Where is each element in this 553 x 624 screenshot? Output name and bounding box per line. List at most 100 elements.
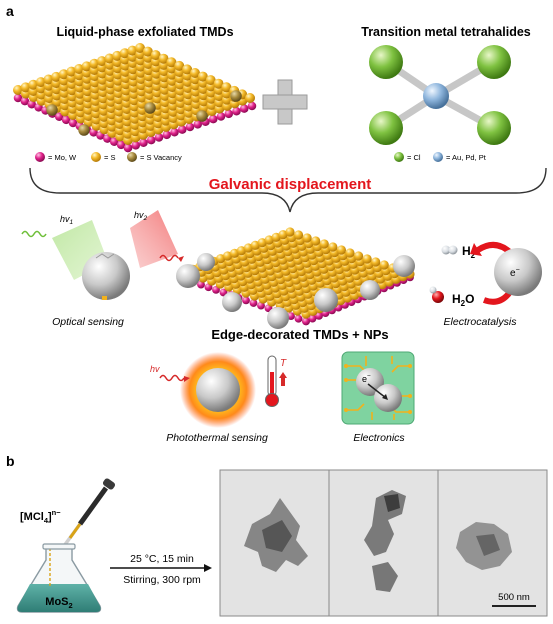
temperature-up-arrow-icon bbox=[279, 372, 287, 386]
hv2-label: hv2 bbox=[134, 210, 148, 222]
sulfur-atom bbox=[35, 77, 46, 88]
tem-image-strip: 500 nm bbox=[219, 469, 548, 617]
flask-label: MoS2 bbox=[45, 596, 72, 610]
chlorine-atom bbox=[369, 111, 403, 145]
sulfur-atom bbox=[66, 66, 77, 77]
metal-atom bbox=[139, 138, 148, 147]
sulfur-vacancy-atom bbox=[46, 104, 58, 116]
sulfur-atom bbox=[112, 50, 123, 61]
sulfur-atom bbox=[119, 48, 130, 59]
h2o-label: H2O bbox=[452, 292, 474, 308]
legend-vacancy-label: = S Vacancy bbox=[140, 153, 182, 162]
metal-atom bbox=[294, 314, 303, 323]
metal-atom bbox=[308, 314, 317, 323]
tem-flake-3 bbox=[456, 522, 512, 570]
dropper-icon bbox=[62, 478, 116, 548]
sulfur-atom bbox=[336, 245, 347, 255]
metal-atom bbox=[257, 301, 265, 310]
legend-swatch-cl bbox=[394, 152, 404, 162]
sulfur-atom bbox=[142, 46, 153, 57]
condition-bottom-label: Stirring, 300 rpm bbox=[123, 574, 201, 586]
optical-sensing-caption: Optical sensing bbox=[52, 316, 124, 328]
sulfur-atom bbox=[43, 74, 54, 85]
sulfur-atom bbox=[96, 56, 107, 67]
h2-label: H2 bbox=[462, 244, 476, 260]
sulfur-atom bbox=[236, 246, 247, 256]
scale-bar-label: 500 nm bbox=[498, 592, 530, 603]
metal-atom bbox=[302, 317, 310, 326]
metal-atom bbox=[247, 101, 257, 111]
electronics-electron-label: e− bbox=[362, 373, 371, 384]
nanoparticle bbox=[314, 288, 338, 312]
edge-decorated-label: Edge-decorated TMDs + NPs bbox=[211, 327, 388, 342]
sulfur-atom bbox=[74, 64, 84, 74]
metal-atom bbox=[315, 311, 323, 320]
sulfur-atom bbox=[158, 53, 169, 64]
sulfur-atom bbox=[28, 79, 39, 90]
nanoparticle bbox=[393, 255, 415, 277]
metal-atom bbox=[68, 118, 78, 128]
photothermal-hv-label: hv bbox=[150, 364, 160, 374]
legend-right: = Cl = Au, Pd, Pt bbox=[394, 152, 487, 162]
sulfur-atom bbox=[58, 69, 69, 80]
chlorine-atom bbox=[477, 111, 511, 145]
sulfur-atom bbox=[223, 251, 233, 261]
metal-atom bbox=[123, 143, 133, 153]
metal-atom bbox=[170, 128, 179, 137]
temperature-label: T bbox=[280, 358, 287, 369]
sulfur-atom bbox=[229, 248, 240, 258]
sulfur-atom bbox=[264, 235, 274, 245]
sulfur-atom bbox=[81, 61, 92, 72]
condition-top-label: 25 °C, 15 min bbox=[130, 553, 194, 565]
legend-swatch-s bbox=[91, 152, 101, 162]
water-oxygen-icon bbox=[432, 291, 444, 303]
nanoparticle bbox=[494, 248, 542, 296]
metal-atom bbox=[193, 120, 202, 129]
sulfur-atom bbox=[174, 60, 185, 71]
left-title: Liquid-phase exfoliated TMDs bbox=[56, 25, 233, 39]
sulfur-atom bbox=[127, 45, 138, 56]
metal-atom bbox=[13, 93, 23, 103]
sulfur-atom bbox=[245, 93, 255, 103]
electrocatalysis-illustration: H2 H2O e− bbox=[429, 241, 542, 308]
legend-cl-label: = Cl bbox=[407, 153, 421, 162]
precursor-label: [MCl4]n− bbox=[20, 508, 61, 525]
tetrahalide-molecule bbox=[369, 45, 511, 145]
sulfur-atom bbox=[293, 230, 304, 240]
metal-atom bbox=[20, 96, 30, 106]
metal-atom bbox=[249, 299, 258, 307]
right-title: Transition metal tetrahalides bbox=[361, 25, 531, 39]
metal-atom bbox=[185, 122, 195, 132]
sulfur-atom bbox=[345, 248, 355, 258]
electron-label: e− bbox=[510, 267, 520, 279]
nanoparticle bbox=[176, 264, 200, 288]
curly-brace bbox=[29, 167, 547, 213]
h2-molecule-icon bbox=[441, 245, 451, 255]
h2-molecule-icon-atom bbox=[448, 245, 458, 255]
sulfur-atom bbox=[328, 242, 338, 252]
sulfur-atom bbox=[319, 239, 329, 249]
nanoparticle bbox=[360, 280, 380, 300]
sulfur-vacancy-atom bbox=[144, 102, 156, 114]
sulfur-atom bbox=[20, 82, 31, 93]
sulfur-atom bbox=[190, 68, 200, 78]
reaction-arrow-head-icon bbox=[204, 564, 212, 572]
sulfur-atom bbox=[271, 232, 281, 242]
metal-atom bbox=[131, 141, 140, 150]
flask-icon bbox=[16, 543, 102, 613]
legend-left: = Mo, W = S = S Vacancy bbox=[35, 152, 182, 162]
legend-swatch-metal bbox=[433, 152, 443, 162]
sulfur-atom bbox=[250, 240, 260, 250]
chlorine-atom bbox=[477, 45, 511, 79]
nanoparticle bbox=[356, 368, 384, 396]
sulfur-atom bbox=[379, 260, 389, 270]
sulfur-atom bbox=[221, 82, 232, 93]
sulfur-atom bbox=[311, 236, 321, 246]
metal-atom bbox=[147, 135, 156, 145]
metal-atom bbox=[232, 107, 241, 116]
nanoparticle bbox=[82, 252, 130, 300]
galvanic-displacement-label: Galvanic displacement bbox=[209, 176, 372, 193]
sulfur-atom bbox=[182, 64, 193, 75]
electronics-caption: Electronics bbox=[353, 432, 405, 444]
